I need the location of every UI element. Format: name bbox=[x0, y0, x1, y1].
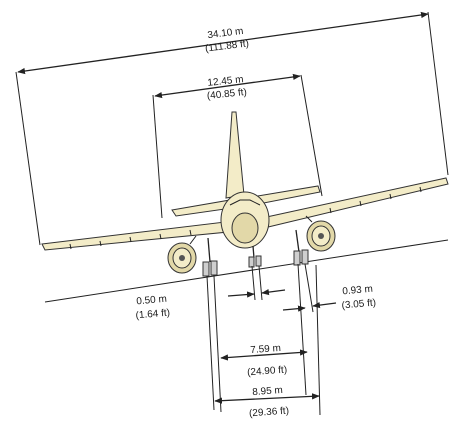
cockpit-windows bbox=[229, 199, 261, 206]
left-main-gear bbox=[202, 237, 218, 277]
left-engine bbox=[167, 235, 197, 274]
tail-span-dimension bbox=[152, 73, 323, 219]
nose-gear-offset-dimension bbox=[227, 288, 286, 298]
aircraft-front-view bbox=[41, 111, 449, 277]
wingspan-imperial-label: (111.88 ft) bbox=[204, 38, 249, 54]
right-main-gear bbox=[293, 229, 309, 266]
wingspan-metric-label: 34.10 m bbox=[207, 26, 244, 41]
vertical-stabilizer bbox=[225, 111, 245, 199]
tail-span-imperial-label: (40.85 ft) bbox=[206, 87, 247, 102]
nose-gear bbox=[248, 245, 262, 268]
nose-gear-offset-imperial-label: (1.64 ft) bbox=[135, 307, 170, 321]
nose-gear-offset-metric-label: 0.50 m bbox=[136, 294, 167, 308]
right-wing bbox=[261, 177, 449, 229]
right-engine bbox=[305, 215, 336, 252]
track-outer-imperial-label: (29.36 ft) bbox=[249, 406, 290, 420]
main-gear-spacing-metric-label: 0.93 m bbox=[342, 284, 373, 298]
track-outer-dimension bbox=[214, 393, 320, 404]
wingspan-dimension bbox=[15, 11, 449, 246]
main-gear-spacing-dimension bbox=[282, 301, 337, 312]
track-outer-metric-label: 8.95 m bbox=[252, 385, 283, 398]
ground-line bbox=[44, 239, 449, 303]
track-inner-metric-label: 7.59 m bbox=[250, 343, 281, 356]
track-inner-imperial-label: (24.90 ft) bbox=[247, 365, 288, 379]
main-gear-spacing-imperial-label: (3.05 ft) bbox=[341, 297, 376, 311]
nose-radome bbox=[231, 212, 259, 244]
track-inner-dimension bbox=[220, 349, 308, 361]
tail-span-metric-label: 12.45 m bbox=[207, 74, 244, 89]
